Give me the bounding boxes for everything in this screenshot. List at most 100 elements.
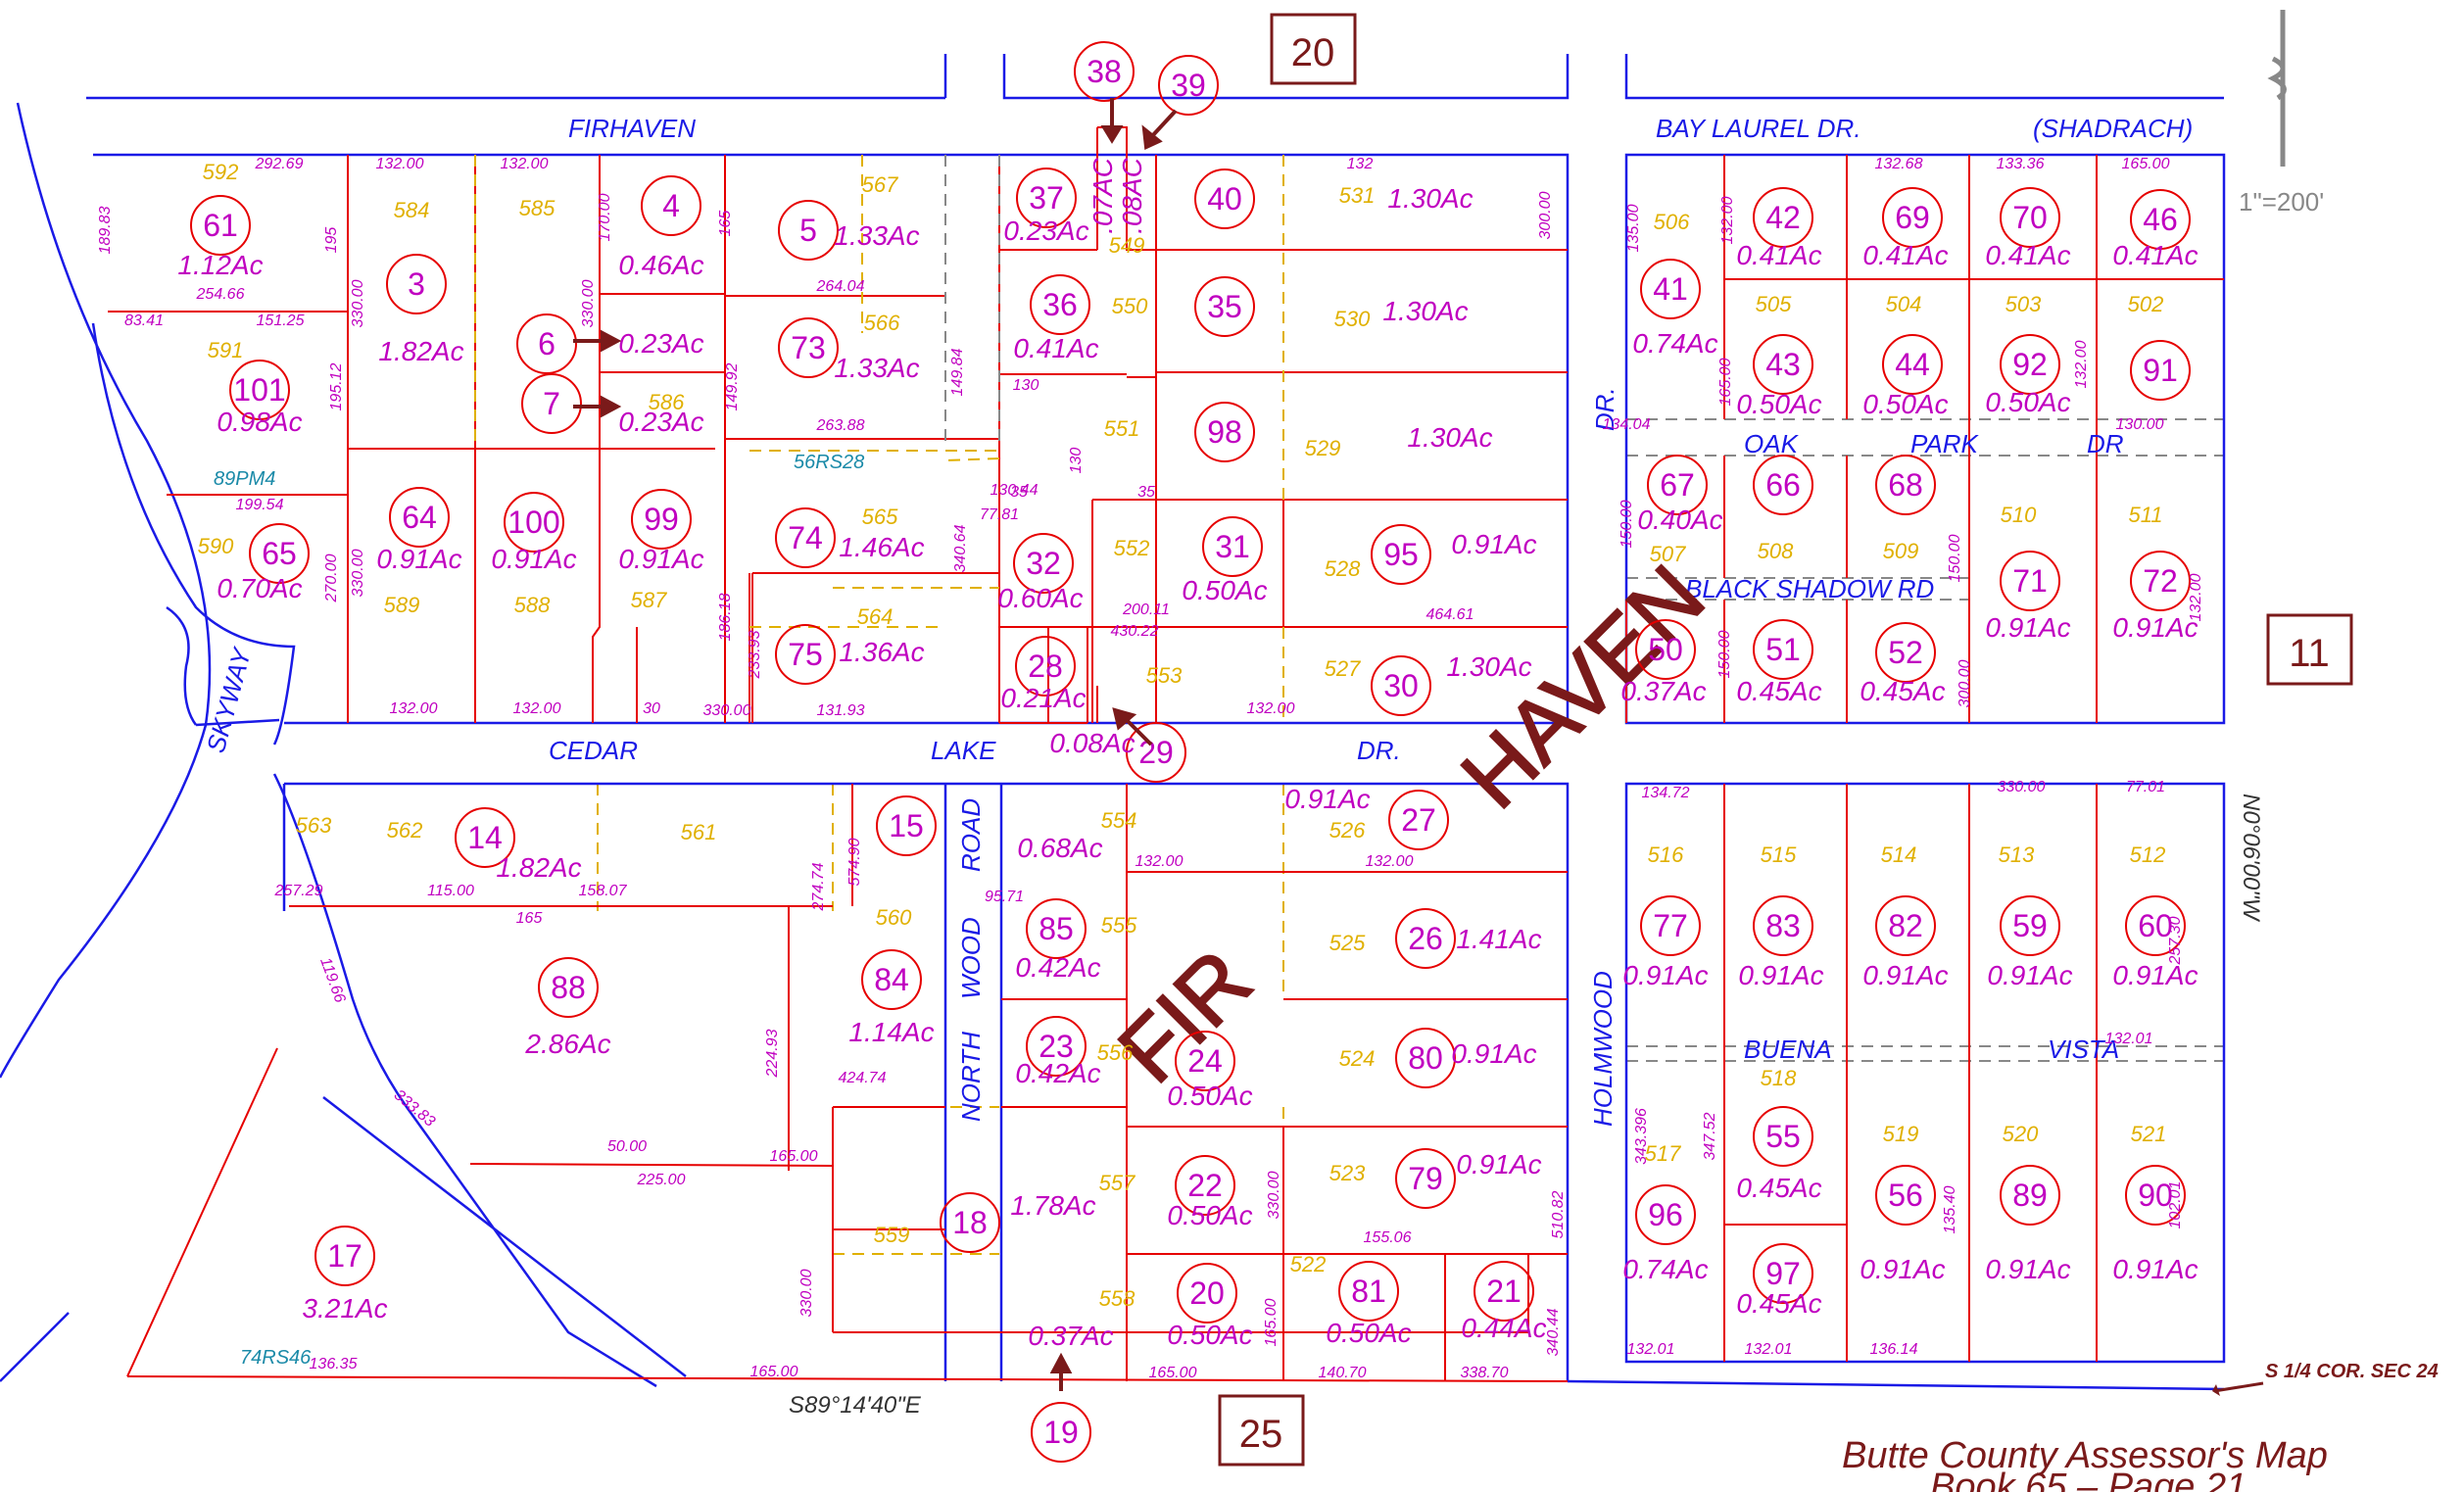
parcel-number: 46 (2143, 202, 2178, 237)
dimension-label: 165.00 (1149, 1365, 1197, 1381)
parcel-88: 882.86Ac (524, 957, 611, 1059)
dimension-label: 140.70 (1319, 1365, 1367, 1381)
parcel-28: 280.21Ac (1000, 636, 1087, 713)
parcel-circle (314, 1226, 375, 1286)
parcel-number: 91 (2143, 353, 2178, 388)
parcel-number: 89 (2012, 1178, 2048, 1213)
lot-number: 555 (1101, 913, 1137, 938)
parcel-acreage: 0.70Ac (217, 573, 302, 603)
parcel-circle (1753, 1106, 1813, 1167)
block-lower-left (282, 782, 1570, 1381)
dimension-label: 136.35 (310, 1356, 358, 1372)
lot-number: 590 (198, 534, 234, 558)
parcel-number: 60 (2138, 908, 2173, 943)
dimension-label: 225.00 (637, 1172, 686, 1188)
dimension-label: 343.396 (1633, 1108, 1650, 1165)
parcel-circle (940, 1192, 1000, 1253)
dimension-label: 135.00 (1625, 204, 1642, 252)
parcel-number: 42 (1765, 200, 1801, 235)
parcel-markers: 611.12Ac1010.98Ac650.70Ac31.82Ac640.91Ac… (177, 41, 2198, 1463)
parcel-number: 98 (1207, 414, 1242, 450)
parcel-acreage: 0.50Ac (1862, 389, 1948, 419)
lot-number: 509 (1883, 539, 1919, 563)
parcel-number: 37 (1029, 180, 1064, 216)
dimension-label: 330.00 (798, 1269, 815, 1317)
dimension-label: 430.22 (1111, 623, 1159, 640)
dimension-label: 132.01 (1745, 1341, 1793, 1358)
parcel-number: 24 (1187, 1043, 1223, 1079)
parcel-number: 69 (1895, 200, 1930, 235)
parcel-circle (1395, 908, 1456, 969)
dimension-label: 132.00 (2188, 573, 2204, 621)
parcel-14: 141.82Ac (455, 807, 582, 883)
corner-arrow-icon (2213, 1381, 2264, 1393)
parcel-circle (778, 317, 839, 378)
parcel-acreage: 0.50Ac (1736, 389, 1821, 419)
parcel-68: 68 (1875, 455, 1936, 515)
parcel-circle (1647, 455, 1708, 515)
parcel-number: 22 (1187, 1168, 1223, 1203)
lot-number: 561 (681, 820, 717, 844)
street-lake: LAKE (931, 736, 996, 765)
parcel-circle (1635, 619, 1696, 680)
parcel-circle (1882, 334, 1943, 395)
lot-number: 592 (203, 160, 239, 184)
parcel-circle (2125, 895, 2186, 956)
parcel-acreage: 1.33Ac (834, 353, 919, 383)
dimension-label: 170.00 (597, 193, 613, 241)
parcel-15: 150.68Ac (876, 795, 1103, 863)
parcel-42: 420.41Ac (1736, 187, 1822, 270)
parcel-41: 410.74Ac (1632, 259, 1718, 359)
parcel-number: 74 (788, 520, 823, 555)
parcel-number: 29 (1138, 735, 1174, 770)
dimension-label: 119.66 (316, 955, 348, 1005)
block-upper-left (86, 54, 1570, 725)
dimension-label: 151.25 (257, 313, 305, 329)
dimension-label: 270.00 (323, 553, 340, 602)
lot-number: 525 (1329, 931, 1366, 955)
parcel-27: 270.91Ac (1284, 784, 1449, 850)
street-dr-vertical: DR. (1590, 387, 1619, 431)
parcel-acreage: 1.78Ac (1010, 1190, 1095, 1221)
parcel-number: 31 (1215, 529, 1250, 564)
parcel-acreage: 0.41Ac (2112, 240, 2198, 270)
survey-references: 89PM4 56RS28 74RS46 (214, 452, 864, 1369)
parcel-number: 52 (1888, 635, 1923, 670)
dimension-label: 102.01 (2167, 1181, 2184, 1229)
parcel-circle (1016, 168, 1077, 228)
lot-number: 588 (514, 593, 551, 617)
dimension-label: 189.83 (97, 206, 114, 254)
parcel-number: 80 (1408, 1040, 1443, 1076)
street-buena: BUENA (1744, 1035, 1832, 1064)
parcel-acreage: 0.91Ac (2112, 1254, 2198, 1284)
parcel-number: 64 (402, 500, 437, 535)
lot-number: 589 (384, 593, 420, 617)
dimension-label: 574.90 (846, 838, 863, 886)
parcel-number: 82 (1888, 908, 1923, 943)
dimension-label: 77.01 (2126, 779, 2165, 795)
lot-number: 516 (1648, 842, 1684, 867)
parcel-acreage: 0.98Ac (217, 407, 302, 437)
parcel-acreage: 0.21Ac (1000, 683, 1086, 713)
parcel-65: 650.70Ac (217, 523, 310, 603)
parcel-acreage: 0.37Ac (1620, 676, 1706, 706)
ref-89pm4: 89PM4 (214, 468, 275, 490)
parcel-19: 190.37Ac (1028, 1321, 1114, 1463)
parcel-43: 430.50Ac (1736, 334, 1822, 419)
parcel-30: 301.30Ac (1371, 651, 1532, 716)
parcel-acreage: 0.91Ac (1451, 529, 1536, 559)
parcel-number: 81 (1351, 1274, 1386, 1309)
parcel-64: 640.91Ac (376, 487, 462, 574)
parcel-61: 611.12Ac (177, 195, 264, 280)
parcel-number: 51 (1765, 632, 1801, 667)
parcel-acreage: 0.08Ac (1049, 728, 1135, 758)
parcel-circle (2000, 187, 2060, 248)
dimension-label: 165.00 (1717, 358, 1734, 406)
parcel-acreage: 0.60Ac (997, 583, 1083, 613)
lot-number: 584 (394, 198, 430, 222)
ref-74rs46: 74RS46 (240, 1347, 312, 1369)
parcel-number: 15 (889, 808, 924, 843)
parcel-number: 21 (1486, 1274, 1522, 1309)
